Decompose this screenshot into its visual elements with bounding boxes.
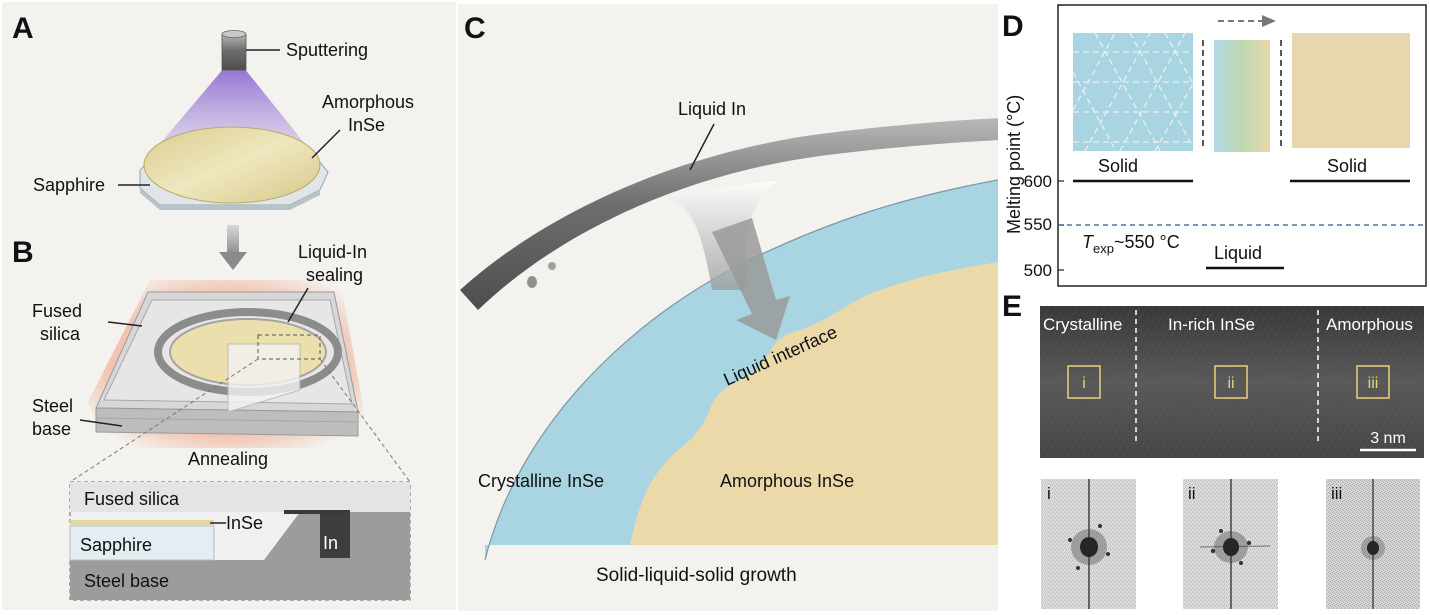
panel-a-letter: A (12, 12, 34, 45)
droplet-2 (548, 262, 556, 270)
amorphous-label-c: Amorphous InSe (720, 471, 854, 491)
inset-in-label: In (323, 533, 338, 553)
region-crystalline-label: Crystalline (1043, 315, 1122, 334)
box-ii-label: ii (1227, 375, 1234, 392)
box-i-label: i (1082, 375, 1086, 392)
panel-c-caption: Solid-liquid-solid growth (596, 565, 797, 586)
liquid-in-label-1: Liquid-In (298, 242, 367, 262)
box-i (1067, 365, 1101, 399)
down-arrow-icon (219, 225, 247, 270)
fft-i-label: i (1047, 484, 1051, 503)
region-amorphous-label: Amorphous (1326, 315, 1413, 334)
amorphous-region (630, 262, 998, 545)
box-iii-label: iii (1368, 375, 1379, 392)
panel-d-ylabel: Melting point (°C) (1004, 95, 1024, 234)
region-inrich-label: In-rich InSe (1168, 315, 1255, 334)
fft-i (1041, 479, 1136, 609)
solid-right-label: Solid (1327, 156, 1367, 176)
sapphire-edge (140, 188, 320, 210)
fft-iii-label: iii (1331, 484, 1342, 503)
box-iii (1356, 365, 1390, 399)
steel-label-1: Steel (32, 396, 73, 416)
fft-ii-label: ii (1188, 484, 1196, 503)
liquid-label-d: Liquid (1214, 243, 1262, 263)
amorphous-label-2: InSe (348, 115, 385, 135)
droplet-1 (527, 276, 537, 288)
ytick-600: 600 (1024, 172, 1052, 191)
liquid-in-label-c: Liquid In (678, 99, 746, 119)
steel-leader (79, 419, 123, 427)
panel-c: Liquid In Liquid interface Crystalline I… (460, 99, 998, 586)
panel-a: A Sputtering Amorphous InSe Sapphire (12, 12, 414, 270)
liquid-in-leader-c (689, 123, 715, 171)
inset-inse-layer (70, 520, 214, 526)
texp-symbol: T (1082, 232, 1095, 252)
crystalline-square (1072, 32, 1194, 152)
zoom-line-right (319, 358, 411, 483)
inset-source-box (257, 334, 321, 360)
slab-divider (95, 417, 359, 423)
annealing-label: Annealing (188, 449, 268, 469)
inset-in-cap (284, 510, 350, 514)
right-arrow-icon (1218, 15, 1276, 27)
zoom-line-left (69, 358, 259, 483)
box-ii (1214, 365, 1248, 399)
panel-b: B Liquid-In sealing Fused silica Steel b… (12, 236, 411, 601)
sapphire-label: Sapphire (33, 175, 105, 195)
inset-in-block (320, 512, 350, 558)
texp-sub: exp (1093, 241, 1114, 256)
steel-label-2: base (32, 419, 71, 439)
amorphous-square-texture (1292, 33, 1410, 148)
amorphous-label-1: Amorphous (322, 92, 414, 112)
liquid-in-leader (287, 287, 309, 323)
flow-arrow-icon (712, 218, 790, 340)
crystalline-label: Crystalline InSe (478, 471, 604, 491)
scale-label: 3 nm (1370, 430, 1406, 447)
fused-leader (107, 321, 143, 327)
fft-iii (1326, 479, 1420, 609)
liquid-in-tube (460, 118, 998, 310)
panel-d-letter: D (1002, 10, 1024, 43)
cutaway (227, 343, 301, 413)
inset-inse-label: InSe (226, 513, 263, 533)
amorphous-leader (311, 129, 341, 159)
inset-fused-layer (70, 482, 410, 512)
liquid-gradient-strip (1214, 40, 1270, 152)
ytick-550: 550 (1024, 215, 1052, 234)
texp-label: Texp~550 °C (1082, 232, 1180, 256)
sputtering-label: Sputtering (286, 40, 368, 60)
inset-fused-label: Fused silica (84, 489, 180, 509)
steel-base-front (95, 407, 359, 437)
fft-ii (1183, 479, 1278, 609)
fused-label-1: Fused (32, 301, 82, 321)
sputter-gun (221, 33, 247, 71)
ytick-500: 500 (1024, 261, 1052, 280)
solid-left-label: Solid (1098, 156, 1138, 176)
sputter-gun-top (221, 30, 247, 38)
inset-sapphire-label: Sapphire (80, 535, 152, 555)
stem-noise (1040, 306, 1424, 458)
liquid-in-label-2: sealing (306, 265, 363, 285)
texp-value: ~550 °C (1114, 232, 1180, 252)
panel-d: D Melting point (°C) 600 550 500 (1002, 4, 1427, 287)
amorphous-wafer (143, 126, 321, 204)
panel-c-letter: C (464, 12, 486, 45)
panel-b-letter: B (12, 236, 34, 269)
cross-section-inset: Fused silica InSe Sapphire In Steel base (69, 481, 411, 601)
inset-sapphire-layer (69, 525, 215, 561)
panel-e: E Crystalline In-rich InSe Amorphous i i… (1002, 290, 1424, 609)
inset-steel-label: Steel base (84, 571, 169, 591)
panel-e-letter: E (1002, 290, 1022, 323)
fused-label-2: silica (40, 324, 81, 344)
